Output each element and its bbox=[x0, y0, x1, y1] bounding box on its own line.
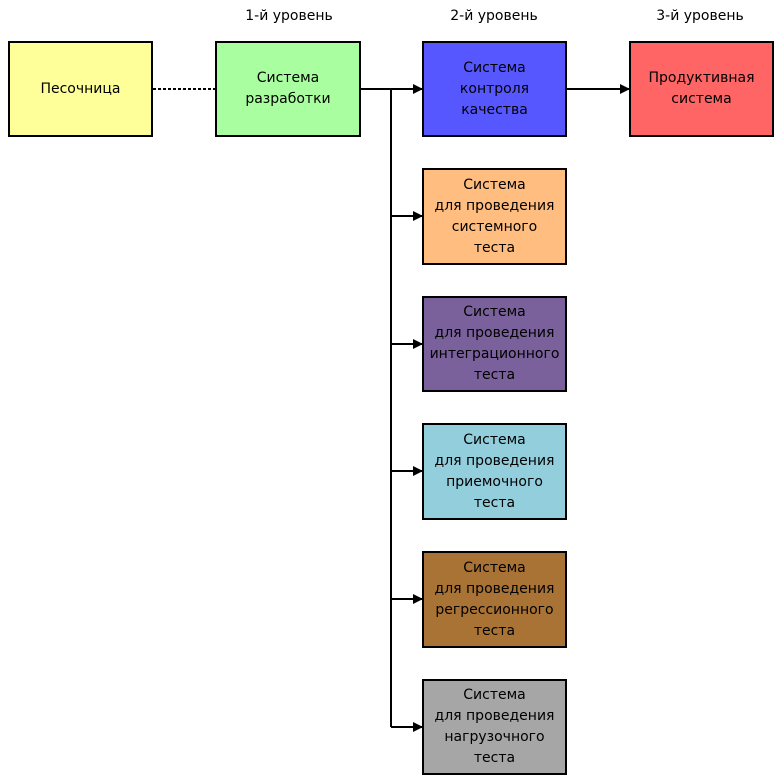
qa-system-label: Система контроля качества bbox=[459, 59, 530, 118]
acceptance-test-label: Система для проведения приемочного теста bbox=[434, 431, 555, 511]
prod-system-box: Продуктивная система bbox=[629, 41, 774, 137]
load-test-label: Система для проведения нагрузочного тест… bbox=[434, 687, 555, 766]
system-test-box: Система для проведения системного теста bbox=[422, 168, 567, 265]
dev-system-label: Система разработки bbox=[245, 70, 331, 107]
regression-test-label: Система для проведения регрессионного те… bbox=[434, 559, 555, 639]
qa-system-box: Система контроля качества bbox=[422, 41, 567, 137]
prod-system-label: Продуктивная система bbox=[648, 70, 755, 107]
level-1-header: 1-й уровень bbox=[245, 8, 333, 24]
regression-test-box: Система для проведения регрессионного те… bbox=[422, 551, 567, 648]
integration-test-box: Система для проведения интеграционного т… bbox=[422, 296, 567, 392]
sandbox-box: Песочница bbox=[8, 41, 153, 137]
level-2-header: 2-й уровень bbox=[450, 8, 538, 24]
sandbox-label: Песочница bbox=[40, 80, 121, 97]
level-3-header: 3-й уровень bbox=[656, 8, 744, 24]
integration-test-label: Система для проведения интеграционного т… bbox=[429, 304, 560, 383]
system-test-label: Система для проведения системного теста bbox=[434, 176, 555, 256]
acceptance-test-box: Система для проведения приемочного теста bbox=[422, 423, 567, 520]
dev-system-box: Система разработки bbox=[215, 41, 361, 137]
load-test-box: Система для проведения нагрузочного тест… bbox=[422, 679, 567, 775]
